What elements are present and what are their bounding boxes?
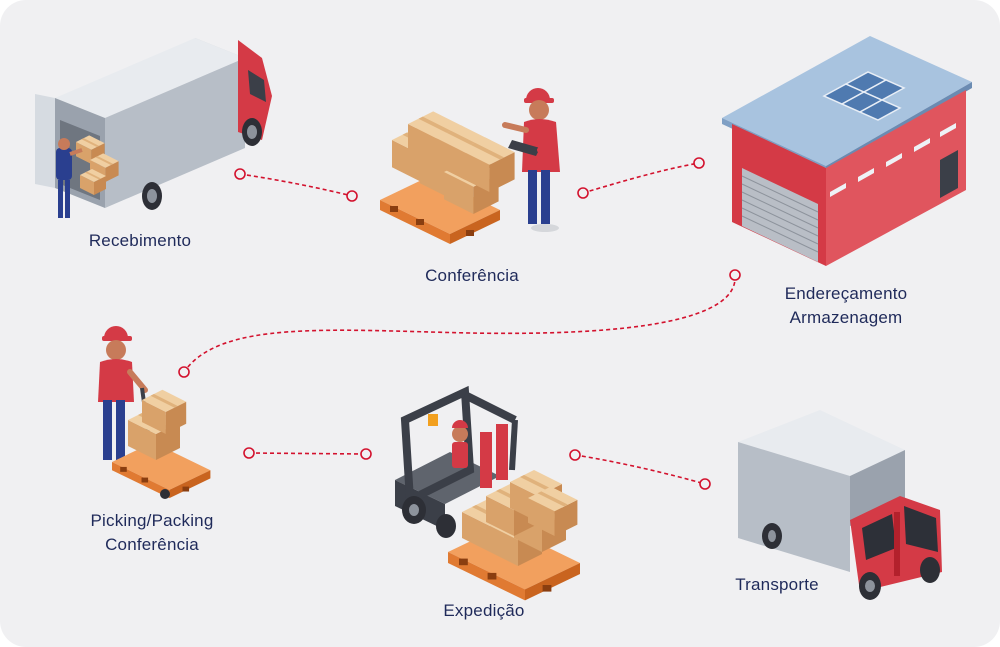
- connector-expedicao-transporte: [569, 449, 711, 490]
- step-label-line2: Conferência: [105, 535, 199, 554]
- step-label-line1: Picking/Packing: [90, 511, 214, 530]
- step-label-text: Conferência: [425, 266, 519, 285]
- connector-recebimento-conferencia: [234, 168, 358, 202]
- step-label-recebimento: Recebimento: [60, 229, 220, 253]
- boxes-pallet-icon: [380, 111, 515, 244]
- step-label-line2: Armazenagem: [789, 308, 903, 327]
- worker-clipboard-icon: [502, 88, 560, 232]
- pallet-jack-icon: [98, 326, 211, 499]
- warehouse-icon: [722, 36, 972, 266]
- step-label-enderecamento: Endereçamento Armazenagem: [756, 282, 936, 330]
- delivery-truck-icon: [738, 410, 942, 600]
- step-label-text: Expedição: [443, 601, 525, 620]
- forklift-icon: [395, 385, 580, 601]
- step-label-text: Transporte: [735, 575, 819, 594]
- connector-conferencia-enderecamento: [577, 157, 705, 199]
- connector-enderecamento-picking: [178, 269, 741, 378]
- step-label-picking: Picking/Packing Conferência: [62, 509, 242, 557]
- step-label-text: Recebimento: [88, 231, 192, 250]
- step-label-conferencia: Conferência: [392, 264, 552, 288]
- truck-icon: [35, 38, 272, 218]
- step-label-line1: Endereçamento: [784, 284, 908, 303]
- step-label-expedicao: Expedição: [404, 599, 564, 623]
- step-label-transporte: Transporte: [697, 573, 857, 597]
- connector-picking-expedicao: [243, 447, 372, 460]
